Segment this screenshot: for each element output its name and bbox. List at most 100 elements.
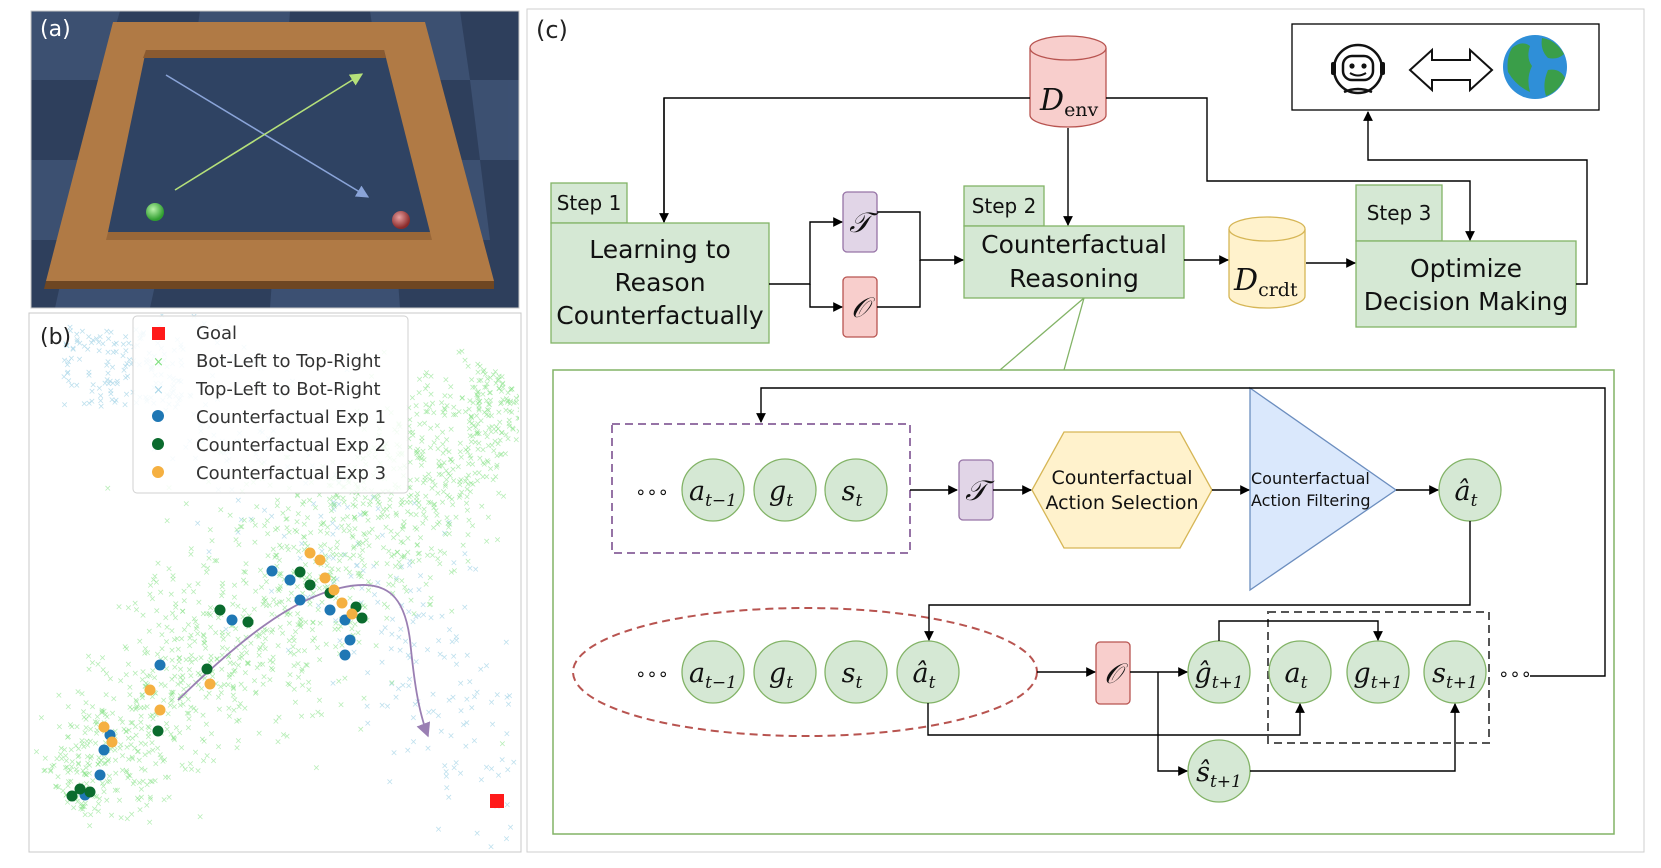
scatter-point: × [494,424,502,434]
trajectory-arrow-tl-br [165,74,370,198]
scatter-point: × [73,765,81,775]
scatter-point: × [123,390,131,400]
scatter-point: × [400,521,408,531]
scatter-point: × [306,496,314,506]
scatter-point: × [453,632,461,642]
scatter-point: × [427,443,435,453]
scatter-point: × [82,763,90,773]
scatter-point: × [299,681,307,691]
scatter-point: × [474,393,482,403]
scatter-point: × [471,469,479,479]
legend-goal-marker [152,327,165,340]
scatter-point: × [477,665,485,675]
scatter-point: × [356,551,364,561]
scatter-point: × [442,480,450,490]
scatter-point: × [351,513,359,523]
scatter-point: × [330,505,338,515]
scatter-point: × [495,771,503,781]
scatter-point: × [333,551,341,561]
scatter-point: × [200,631,208,641]
scatter-point: × [434,489,442,499]
scatter-point: × [229,600,237,610]
scatter-point: × [276,570,284,580]
scatter-point: × [102,739,110,749]
scatter-point: × [62,764,70,774]
counterfactual-point [266,565,278,577]
scatter-point: × [125,726,133,736]
scatter-point: × [413,447,421,457]
scatter-point: × [82,715,90,725]
scatter-point: × [123,728,131,738]
step3-line2: Decision Making [1364,287,1568,316]
scatter-point: × [455,463,463,473]
scatter-point: × [67,766,75,776]
scatter-point: × [409,431,417,441]
svg-text:st+1: st+1 [1432,658,1478,693]
scatter-point: × [411,499,419,509]
scatter-point: × [406,416,414,426]
scatter-point: × [207,611,215,621]
scatter-point: × [431,481,439,491]
scatter-point: × [464,448,472,458]
scatter-point: × [398,553,406,563]
scatter-point: × [163,719,171,729]
scatter-point: × [465,471,473,481]
scatter-point: × [456,491,464,501]
scatter-point: × [450,652,458,662]
scatter-point: × [280,731,288,741]
scatter-point: × [261,597,269,607]
scatter-point: × [231,696,239,706]
scatter-point: × [73,338,81,348]
scatter-point: × [260,594,268,604]
d-crdt-sub: crdt [1258,279,1298,301]
scatter-point: × [138,793,146,803]
scatter-point: × [515,427,523,437]
scatter-point: × [141,682,149,692]
scatter-point: × [488,765,496,775]
scatter-point: × [253,503,261,513]
scatter-point: × [164,710,172,720]
scatter-point: × [125,771,133,781]
scatter-point: × [174,680,182,690]
scatter-point: × [363,536,371,546]
scatter-point: × [463,492,471,502]
scatter-point: × [106,777,114,787]
scatter-point: × [67,720,75,730]
node-g-t-row2: gt [753,640,817,704]
scatter-point: × [72,742,80,752]
scatter-point: × [392,562,400,572]
legend-tl-br-marker: × [153,383,164,398]
scatter-point: × [495,375,503,385]
scatter-point: × [367,497,375,507]
scatter-point: × [149,595,157,605]
scatter-point: × [437,547,445,557]
scatter-point: × [218,689,226,699]
scatter-point: × [469,522,477,532]
robot-icon [1331,43,1385,95]
scatter-point: × [418,450,426,460]
scatter-point: × [114,786,122,796]
scatter-point: × [273,551,281,561]
scatter-point: × [418,434,426,444]
scatter-point: × [230,684,238,694]
scatter-point: × [329,519,337,529]
scatter-point: × [95,807,103,817]
scatter-point: × [484,458,492,468]
panel-a-scene [31,11,519,308]
scatter-point: × [64,369,72,379]
scatter-point: × [427,574,435,584]
scatter-point: × [176,729,184,739]
scatter-point: × [119,766,127,776]
scatter-point: × [466,432,474,442]
scatter-point: × [190,704,198,714]
scatter-point: × [414,550,422,560]
scatter-point: × [64,782,72,792]
scatter-point: × [150,575,158,585]
scatter-point: × [197,653,205,663]
scatter-point: × [285,595,293,605]
scatter-point: × [516,405,524,415]
scatter-point: × [446,626,454,636]
scatter-point: × [78,736,86,746]
scatter-point: × [102,691,110,701]
scatter-point: × [401,551,409,561]
